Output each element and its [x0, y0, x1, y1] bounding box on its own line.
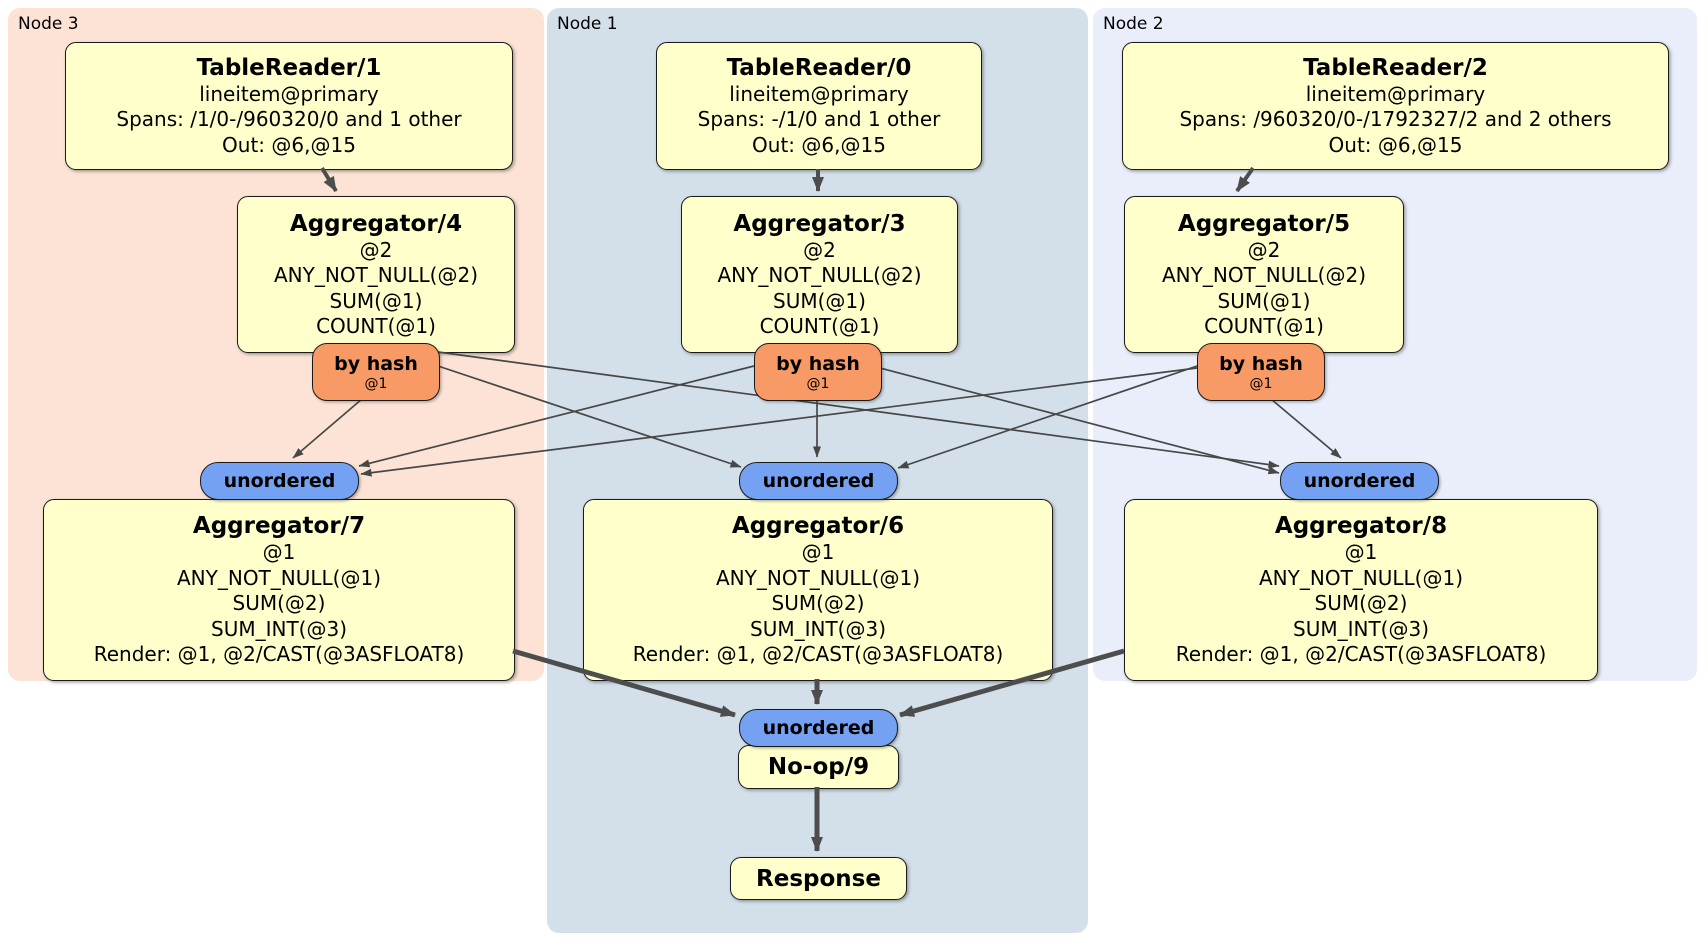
- processor-aggregator-3: Aggregator/3 @2 ANY_NOT_NULL(@2) SUM(@1)…: [681, 196, 958, 353]
- processor-detail-line: @2: [359, 237, 393, 262]
- hash-router-aggregator-3: by hash @1: [754, 343, 882, 401]
- sync-label: unordered: [762, 717, 875, 739]
- processor-detail-line: @1: [1344, 540, 1378, 565]
- processor-aggregator-7: Aggregator/7 @1 ANY_NOT_NULL(@1) SUM(@2)…: [43, 499, 515, 681]
- processor-detail-line: Spans: /1/0-/960320/0 and 1 other: [116, 107, 462, 132]
- node-region-label: Node 2: [1103, 14, 1164, 34]
- hash-router-aggregator-4: by hash @1: [312, 343, 440, 401]
- processor-detail-line: SUM(@2): [771, 591, 865, 616]
- unordered-sync-aggregator-8: unordered: [1280, 462, 1439, 500]
- processor-aggregator-6: Aggregator/6 @1 ANY_NOT_NULL(@1) SUM(@2)…: [583, 499, 1053, 681]
- sync-label: unordered: [223, 470, 336, 492]
- processor-aggregator-8: Aggregator/8 @1 ANY_NOT_NULL(@1) SUM(@2)…: [1124, 499, 1598, 681]
- processor-detail-line: ANY_NOT_NULL(@1): [1259, 565, 1463, 590]
- sync-label: unordered: [762, 470, 875, 492]
- processor-detail-line: Spans: /960320/0-/1792327/2 and 2 others: [1179, 107, 1612, 132]
- processor-aggregator-5: Aggregator/5 @2 ANY_NOT_NULL(@2) SUM(@1)…: [1124, 196, 1404, 353]
- processor-title: TableReader/1: [196, 54, 382, 81]
- processor-detail-line: lineitem@primary: [1305, 81, 1486, 106]
- processor-title: Aggregator/4: [289, 210, 463, 237]
- processor-aggregator-4: Aggregator/4 @2 ANY_NOT_NULL(@2) SUM(@1)…: [237, 196, 515, 353]
- processor-detail-line: SUM_INT(@3): [211, 616, 347, 641]
- node-region-label: Node 3: [18, 14, 79, 34]
- processor-title: Aggregator/3: [733, 210, 906, 237]
- processor-title: TableReader/0: [726, 54, 912, 81]
- processor-response: Response: [730, 857, 907, 900]
- processor-title: Aggregator/8: [1274, 513, 1448, 540]
- hash-router-aggregator-5: by hash @1: [1197, 343, 1325, 401]
- processor-title: Aggregator/6: [731, 513, 905, 540]
- processor-title: Aggregator/7: [192, 513, 366, 540]
- processor-detail-line: COUNT(@1): [1204, 314, 1324, 338]
- router-detail: @1: [364, 375, 388, 392]
- router-label: by hash: [776, 352, 860, 375]
- processor-detail-line: lineitem@primary: [729, 81, 909, 106]
- processor-noop-9: No-op/9: [738, 745, 899, 789]
- processor-detail-line: ANY_NOT_NULL(@1): [716, 565, 920, 590]
- processor-title: Response: [756, 865, 881, 892]
- processor-detail-line: ANY_NOT_NULL(@2): [717, 263, 922, 287]
- processor-detail-line: ANY_NOT_NULL(@2): [274, 263, 478, 287]
- processor-detail-line: SUM(@2): [1314, 591, 1408, 616]
- router-detail: @1: [1249, 375, 1273, 392]
- processor-detail-line: COUNT(@1): [316, 314, 436, 338]
- processor-detail-line: SUM_INT(@3): [750, 616, 886, 641]
- processor-tablereader-2: TableReader/2 lineitem@primary Spans: /9…: [1122, 42, 1669, 170]
- router-detail: @1: [806, 375, 830, 392]
- processor-detail-line: SUM(@2): [232, 591, 326, 616]
- processor-title: TableReader/2: [1303, 54, 1488, 81]
- sync-label: unordered: [1303, 470, 1416, 492]
- processor-detail-line: Out: @6,@15: [222, 132, 356, 157]
- processor-detail-line: ANY_NOT_NULL(@2): [1162, 263, 1366, 287]
- processor-title: No-op/9: [767, 754, 870, 780]
- unordered-sync-aggregator-7: unordered: [200, 462, 359, 500]
- processor-tablereader-0: TableReader/0 lineitem@primary Spans: -/…: [656, 42, 982, 170]
- processor-detail-line: lineitem@primary: [199, 81, 379, 106]
- router-label: by hash: [334, 352, 418, 375]
- processor-detail-line: Render: @1, @2/CAST(@3ASFLOAT8): [632, 642, 1004, 667]
- processor-detail-line: @2: [1247, 237, 1281, 262]
- processor-detail-line: SUM_INT(@3): [1293, 616, 1429, 641]
- processor-detail-line: SUM(@1): [329, 288, 423, 313]
- processor-detail-line: Out: @6,@15: [752, 132, 886, 157]
- processor-detail-line: @1: [262, 540, 296, 565]
- unordered-sync-noop-9: unordered: [739, 709, 898, 747]
- processor-detail-line: Spans: -/1/0 and 1 other: [697, 107, 941, 132]
- processor-detail-line: Out: @6,@15: [1328, 132, 1463, 157]
- node-region-label: Node 1: [557, 14, 618, 34]
- processor-detail-line: @2: [803, 237, 836, 262]
- processor-detail-line: SUM(@1): [773, 288, 866, 313]
- processor-title: Aggregator/5: [1177, 210, 1351, 237]
- unordered-sync-aggregator-6: unordered: [739, 462, 898, 500]
- processor-detail-line: COUNT(@1): [759, 314, 880, 338]
- processor-detail-line: SUM(@1): [1217, 288, 1311, 313]
- processor-detail-line: ANY_NOT_NULL(@1): [177, 565, 381, 590]
- processor-tablereader-1: TableReader/1 lineitem@primary Spans: /1…: [65, 42, 513, 170]
- processor-detail-line: Render: @1, @2/CAST(@3ASFLOAT8): [93, 642, 465, 667]
- processor-detail-line: Render: @1, @2/CAST(@3ASFLOAT8): [1175, 642, 1547, 667]
- processor-detail-line: @1: [801, 540, 835, 565]
- router-label: by hash: [1219, 352, 1303, 375]
